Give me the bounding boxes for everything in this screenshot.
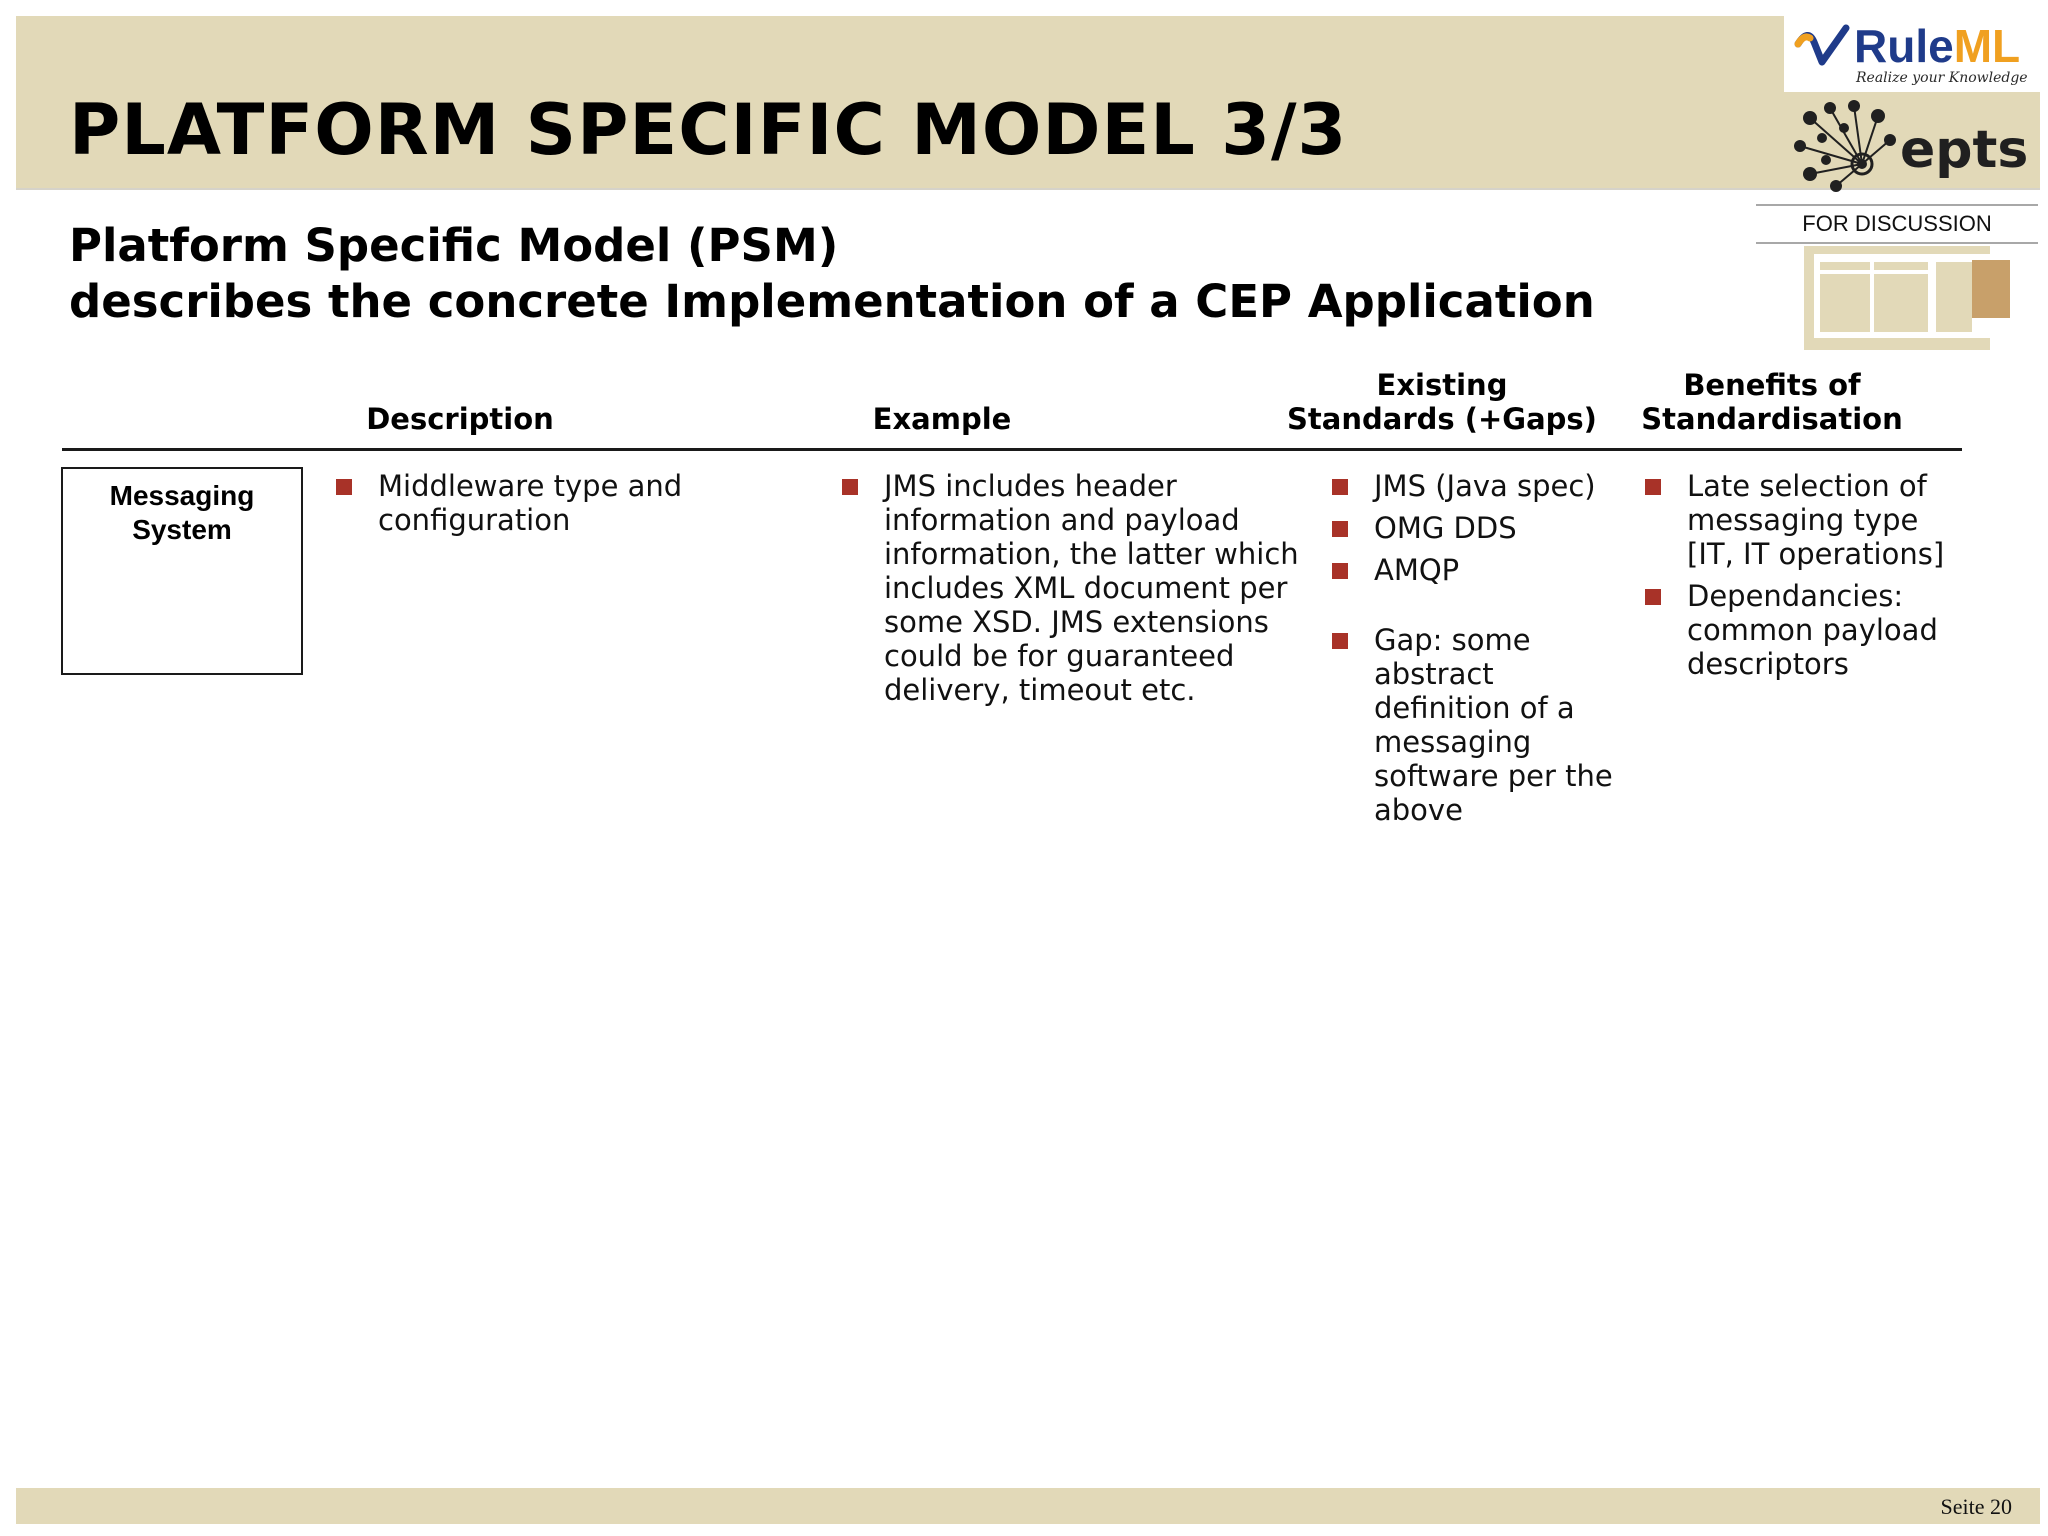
square-bullet-icon <box>1332 563 1348 579</box>
epts-logo: epts <box>1790 98 2030 194</box>
square-bullet-icon <box>1645 479 1661 495</box>
square-bullet-icon <box>1332 479 1348 495</box>
page-number: Seite 20 <box>1940 1494 2013 1519</box>
epts-network-icon <box>1794 100 1896 192</box>
header-standards: Existing Standards (+Gaps) <box>1287 368 1597 436</box>
ruleml-tagline: Realize your Knowledge <box>1856 70 2028 86</box>
epts-wordmark: epts <box>1900 120 2029 180</box>
square-bullet-icon <box>842 479 858 495</box>
description-list: Middleware type and configuration <box>336 469 706 537</box>
list-item: Late selection of messaging type [IT, IT… <box>1645 469 1965 571</box>
row-label-text: Messaging System <box>109 480 255 545</box>
header-band <box>16 16 2040 190</box>
subtitle-line-1: Platform Specific Model (PSM) <box>69 219 839 272</box>
header-description: Description <box>366 402 554 436</box>
benefits-list: Late selection of messaging type [IT, IT… <box>1645 469 1965 681</box>
square-bullet-icon <box>336 479 352 495</box>
ruleml-logo: RuleML Realize your Knowledge <box>1784 14 2040 92</box>
slide-title: PLATFORM SPECIFIC MODEL 3/3 <box>69 89 1348 171</box>
square-bullet-icon <box>1645 589 1661 605</box>
ruleml-swoosh-icon <box>1794 24 1850 66</box>
square-bullet-icon <box>1332 521 1348 537</box>
ruleml-wordmark: RuleML <box>1854 20 2021 72</box>
slide-subtitle: Platform Specific Model (PSM) describes … <box>69 218 1595 330</box>
header-benefits: Benefits of Standardisation <box>1641 368 1903 436</box>
layout-grid-icon <box>1804 246 2010 350</box>
row-label-messaging-system: Messaging System <box>61 467 303 675</box>
list-item: Middleware type and configuration <box>336 469 706 537</box>
footer-band: Seite 20 <box>16 1488 2040 1524</box>
list-item: JMS includes header information and payl… <box>842 469 1302 707</box>
discussion-badge: FOR DISCUSSION <box>1756 204 2038 244</box>
subtitle-line-2: describes the concrete Implementation of… <box>69 275 1595 328</box>
square-bullet-icon <box>1332 633 1348 649</box>
standards-list: JMS (Java spec) OMG DDS AMQP Gap: some a… <box>1332 469 1632 827</box>
list-item: AMQP <box>1332 553 1632 587</box>
header-example: Example <box>872 402 1012 436</box>
list-item: Dependancies: common payload descriptors <box>1645 579 1965 681</box>
list-item: JMS (Java spec) <box>1332 469 1632 503</box>
list-item: Gap: some abstract definition of a messa… <box>1332 623 1632 827</box>
list-item: OMG DDS <box>1332 511 1632 545</box>
example-list: JMS includes header information and payl… <box>842 469 1302 707</box>
header-divider <box>62 448 1962 451</box>
